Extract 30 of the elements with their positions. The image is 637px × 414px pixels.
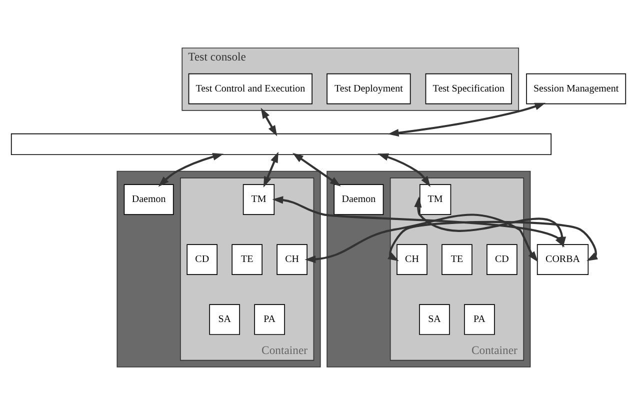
node-box: CORBA <box>536 244 589 274</box>
node-box: TE <box>442 244 472 274</box>
arrow <box>304 213 538 263</box>
node-box: Test Specification <box>425 72 512 104</box>
node-box: CD <box>486 244 518 274</box>
cluster <box>116 170 321 367</box>
node-box: CH <box>276 244 308 274</box>
node-box: CH <box>396 244 428 274</box>
node-box: CD <box>186 244 218 274</box>
node-box: TM <box>242 184 275 214</box>
arrow <box>158 152 224 186</box>
arrow <box>292 152 341 186</box>
node-box: PA <box>254 304 285 334</box>
node-box: Test Deployment <box>326 72 411 104</box>
arrow <box>260 107 278 136</box>
node-box: Test Control and Execution <box>188 72 312 104</box>
arrow <box>388 102 546 136</box>
arrow <box>378 152 430 186</box>
arrow <box>263 151 278 187</box>
node-bar <box>10 132 552 155</box>
node-box: Daemon <box>334 184 384 214</box>
arrow <box>388 220 598 261</box>
node-box: SA <box>209 304 240 334</box>
cluster <box>326 170 531 367</box>
node-box: PA <box>464 304 495 334</box>
node-box: Daemon <box>124 184 174 214</box>
node-box: TM <box>420 184 452 214</box>
node-box: TE <box>232 244 262 274</box>
node-box: SA <box>419 304 450 334</box>
node-box: Session Management <box>526 72 626 104</box>
